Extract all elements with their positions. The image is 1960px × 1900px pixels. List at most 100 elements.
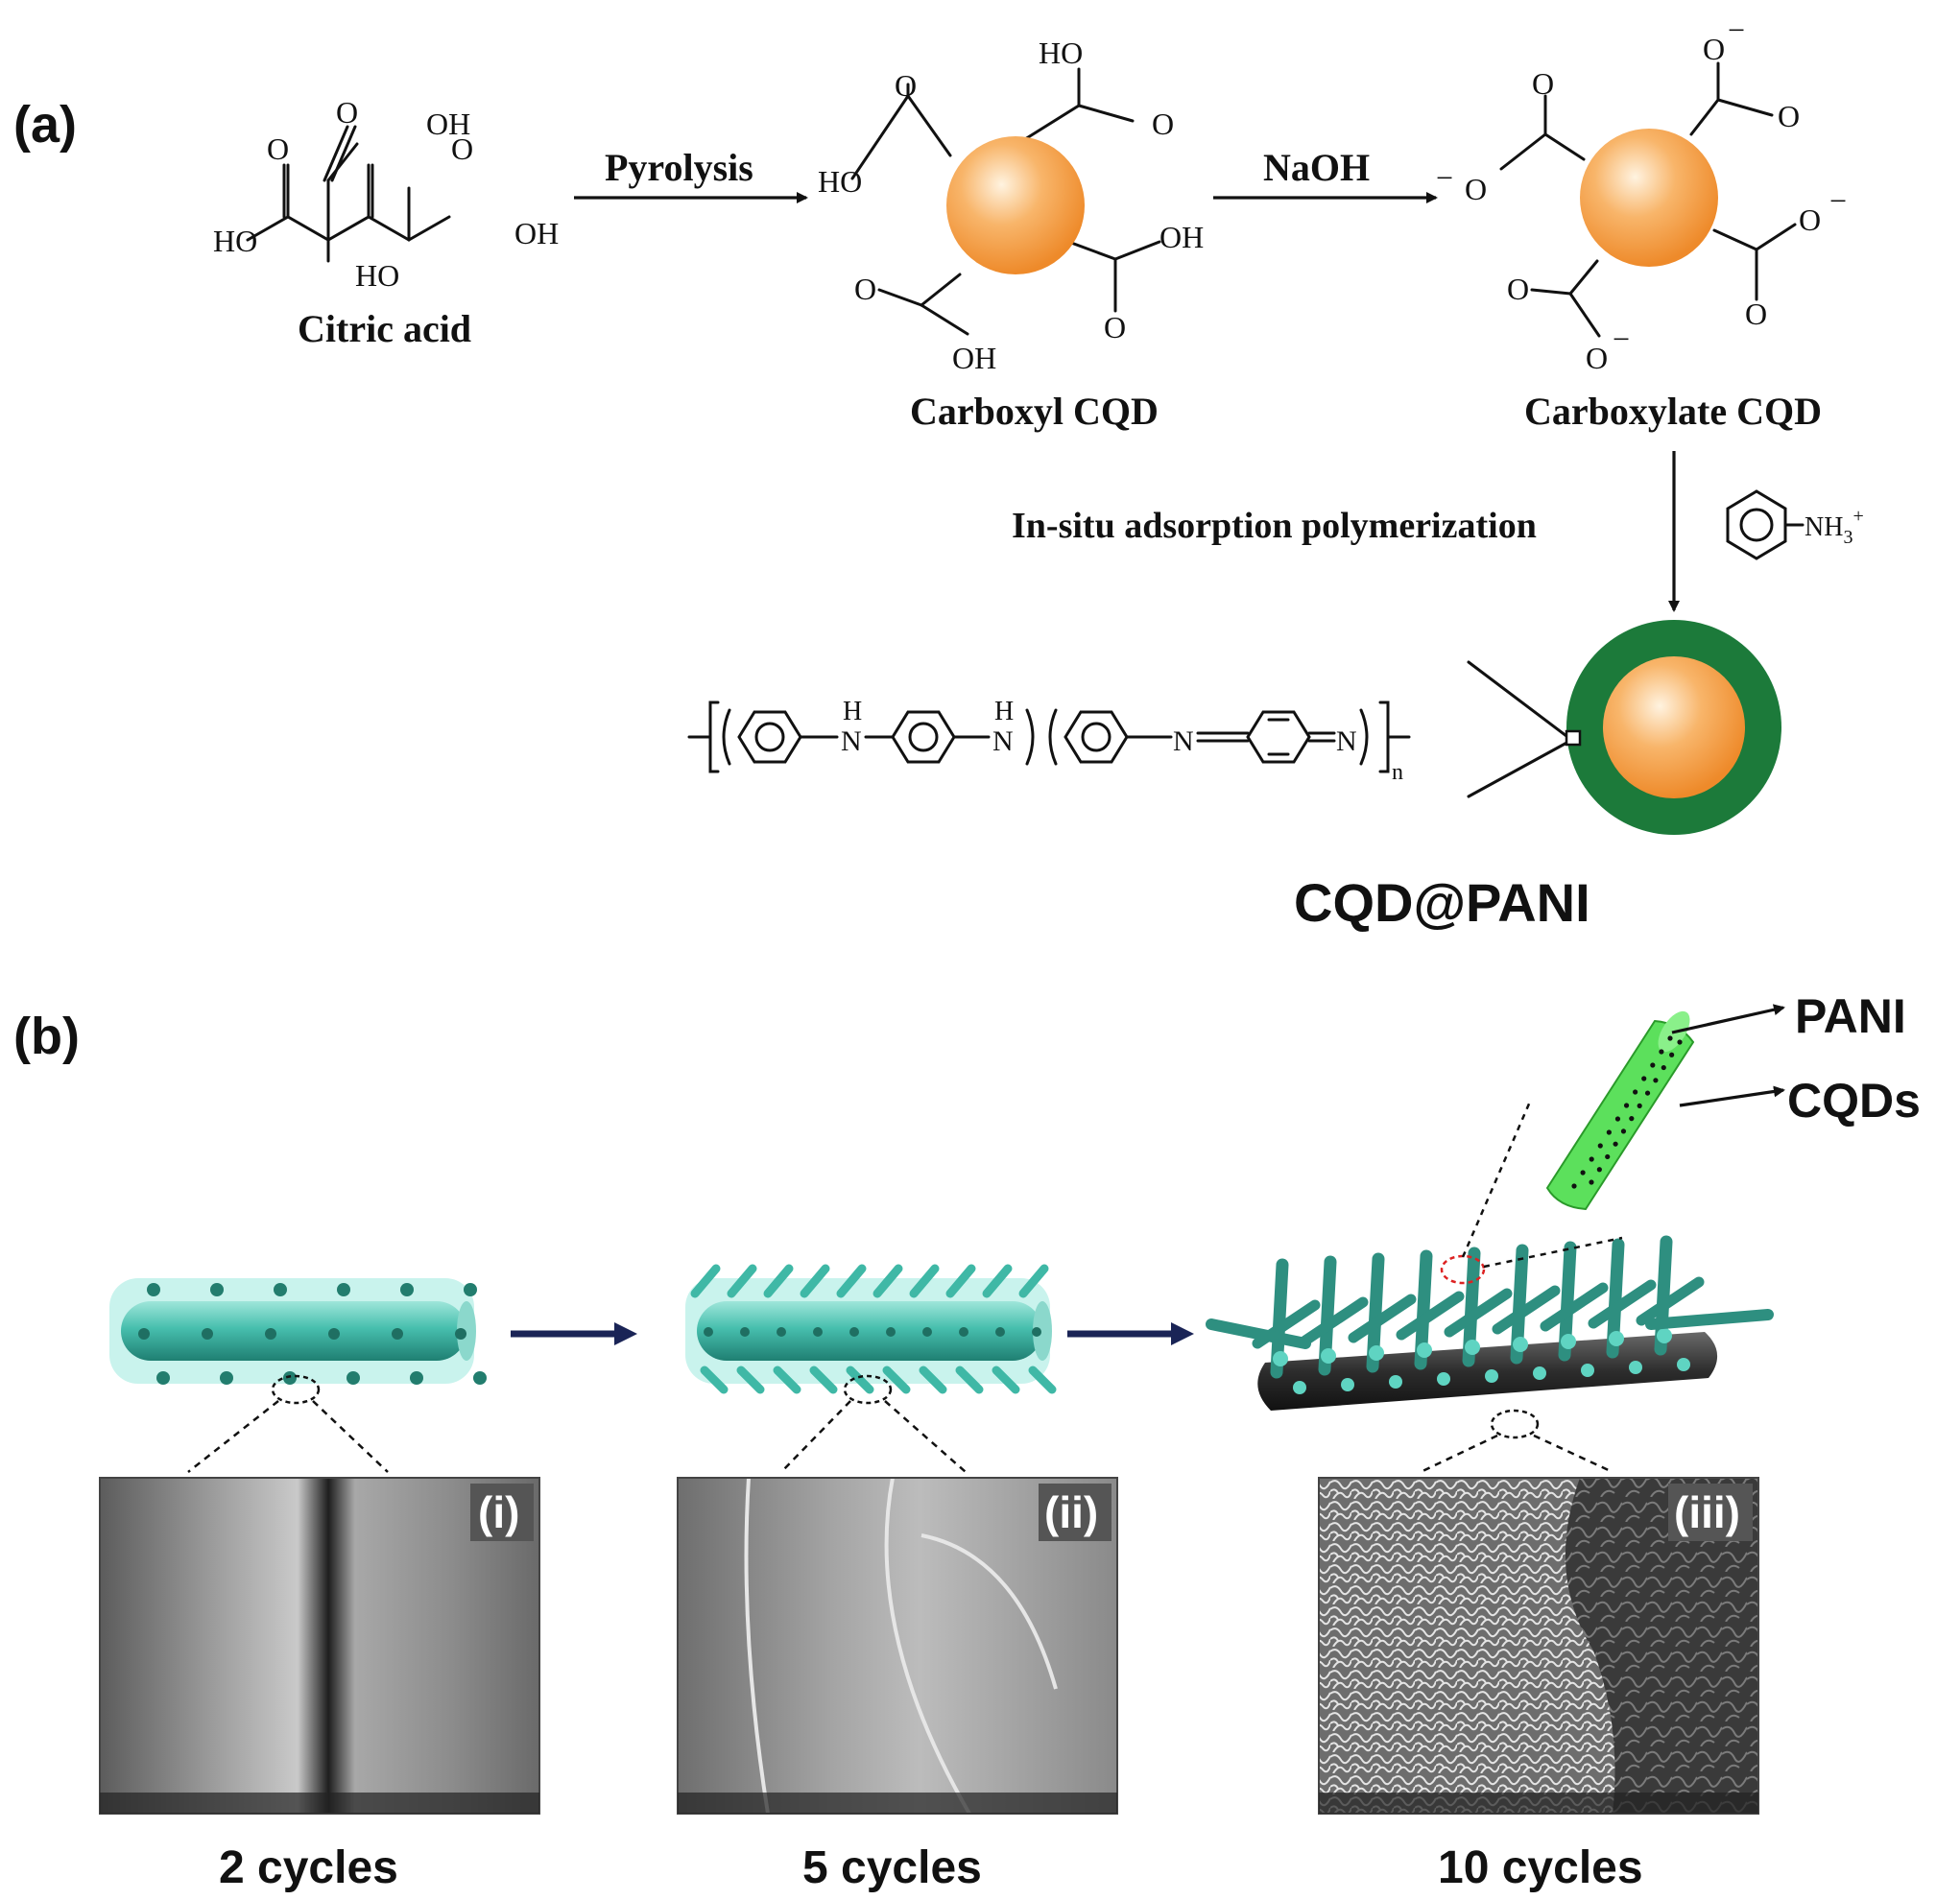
cqd-dot (1609, 1331, 1624, 1346)
cqd-dot (1341, 1378, 1354, 1391)
zoom-line-top (1467, 660, 1572, 741)
naoh-label: NaOH (1263, 146, 1370, 189)
cqd-dot (274, 1283, 287, 1296)
pani-rod (773, 1366, 801, 1394)
cqd-dot (1561, 1334, 1576, 1349)
pani-rod (846, 1366, 874, 1394)
zoom-line-bottom (1467, 739, 1572, 798)
sem-tag-iii: (iii) (1674, 1487, 1740, 1537)
callout-pani-label: PANI (1795, 989, 1906, 1043)
zoom-box (1565, 729, 1582, 747)
carboxylate-cqd-structure (1499, 61, 1797, 338)
cqd-dot (1580, 1170, 1586, 1176)
pani-rod (945, 1264, 976, 1298)
citric-acid-name: Citric acid (298, 307, 471, 350)
pani-n2: N (992, 725, 1014, 757)
carboxylate-cqd-charge-top: − (1728, 12, 1745, 47)
carboxylate-cqd-core (1580, 129, 1718, 267)
pani-n1: N (841, 725, 862, 757)
cqd-dot (777, 1327, 786, 1337)
cqd-dot (886, 1327, 896, 1337)
polymerization-label: In-situ adsorption polymerization (1012, 506, 1537, 546)
pani-rod (1396, 1291, 1465, 1341)
cqd-core (1603, 656, 1745, 798)
carboxylate-cqd-charge-right: − (1829, 183, 1847, 218)
cqd-dot (1650, 1062, 1656, 1068)
citric-acid-oh-top: OH (426, 107, 470, 141)
carboxylate-cqd-o-top-right: O (1778, 99, 1800, 133)
caption-5-cycles: 5 cycles (802, 1842, 982, 1893)
pani-rod (727, 1264, 757, 1298)
carboxylate-cqd-o-right: O (1799, 202, 1821, 237)
cqd-dot (1653, 1078, 1659, 1083)
cqd-dot (959, 1327, 968, 1337)
pani-rod (872, 1264, 903, 1298)
pani-callout-arrow (1671, 1004, 1785, 1034)
pani-rod (736, 1366, 765, 1394)
cqd-dot (328, 1328, 340, 1340)
sem-image-ii (677, 1477, 1118, 1816)
fiber-stage-2 (685, 1278, 1052, 1384)
pani-rod (1018, 1264, 1049, 1298)
carboxyl-cqd-o-top-right: O (1152, 107, 1174, 141)
cqd-dot (156, 1371, 170, 1385)
cqd-dot (1437, 1372, 1450, 1386)
carboxylate-cqd-charge-left: − (1436, 160, 1453, 195)
pani-subscript-n: n (1392, 760, 1403, 785)
citric-acid-ho-left: HO (213, 224, 257, 258)
pani-rod (1645, 1309, 1774, 1330)
cqd-dot (220, 1371, 233, 1385)
fiber-stage-2-pani-rods (690, 1264, 1057, 1394)
cqd-dot (1644, 1090, 1651, 1096)
cqd-dot (704, 1327, 713, 1337)
cqd-dot (347, 1371, 360, 1385)
carboxyl-cqd-o-bottom-right: O (1104, 310, 1126, 344)
cqd-dot (464, 1283, 477, 1296)
cqd-dot (1321, 1348, 1336, 1364)
cqd-dot (1032, 1327, 1041, 1337)
cqd-dot (1533, 1366, 1546, 1380)
caption-2-cycles: 2 cycles (219, 1842, 398, 1893)
fiber-stage-1-cqd-dots (138, 1283, 487, 1385)
fiber-stage-3-pani-network (1206, 1235, 1774, 1394)
cqd-dot (1465, 1340, 1480, 1355)
carboxylate-cqd-o-top: O (1703, 32, 1725, 66)
cqd-dot (1659, 1049, 1664, 1055)
pyrolysis-label: Pyrolysis (605, 146, 753, 189)
pani-rod (1348, 1294, 1417, 1343)
cqd-dot (1667, 1035, 1673, 1041)
cqd-dot (1623, 1103, 1630, 1108)
pani-rod (1636, 1276, 1705, 1326)
sem-tag-ii: (ii) (1044, 1487, 1098, 1537)
cqd-dot (1485, 1369, 1498, 1383)
pani-rod (909, 1264, 940, 1298)
pani-h2: H (994, 697, 1014, 726)
cqd-dot (1637, 1103, 1642, 1108)
cqd-dot (1614, 1116, 1621, 1122)
cqd-dot (1581, 1364, 1594, 1377)
pani-rod (882, 1366, 911, 1394)
cqd-dot (1613, 1141, 1618, 1147)
cqd-dot (283, 1371, 297, 1385)
citric-acid-structure (246, 125, 451, 263)
sem-tag-i: (i) (478, 1487, 519, 1537)
pani-rod (1492, 1285, 1561, 1335)
pani-rod (1300, 1296, 1369, 1346)
pani-h1: H (843, 697, 862, 726)
cqd-dot (1677, 1358, 1690, 1371)
carboxyl-cqd-ho-top: HO (1039, 36, 1083, 70)
pani-rod-cqd-dots (1571, 1035, 1683, 1189)
cqd-dot (922, 1327, 932, 1337)
cqd-dot (1389, 1375, 1402, 1389)
cqd-dot (400, 1283, 414, 1296)
cqd-dot (740, 1327, 750, 1337)
fiber-stage-1 (109, 1278, 476, 1384)
cqd-dot (473, 1371, 487, 1385)
cqd-dot (147, 1283, 160, 1296)
cqd-dot (1669, 1052, 1675, 1057)
stage-arrow-2 (1067, 1322, 1194, 1345)
cqd-dot (1606, 1129, 1612, 1135)
zoom-dashed-line-right (1483, 1236, 1623, 1269)
cqd-dot (1657, 1328, 1672, 1343)
